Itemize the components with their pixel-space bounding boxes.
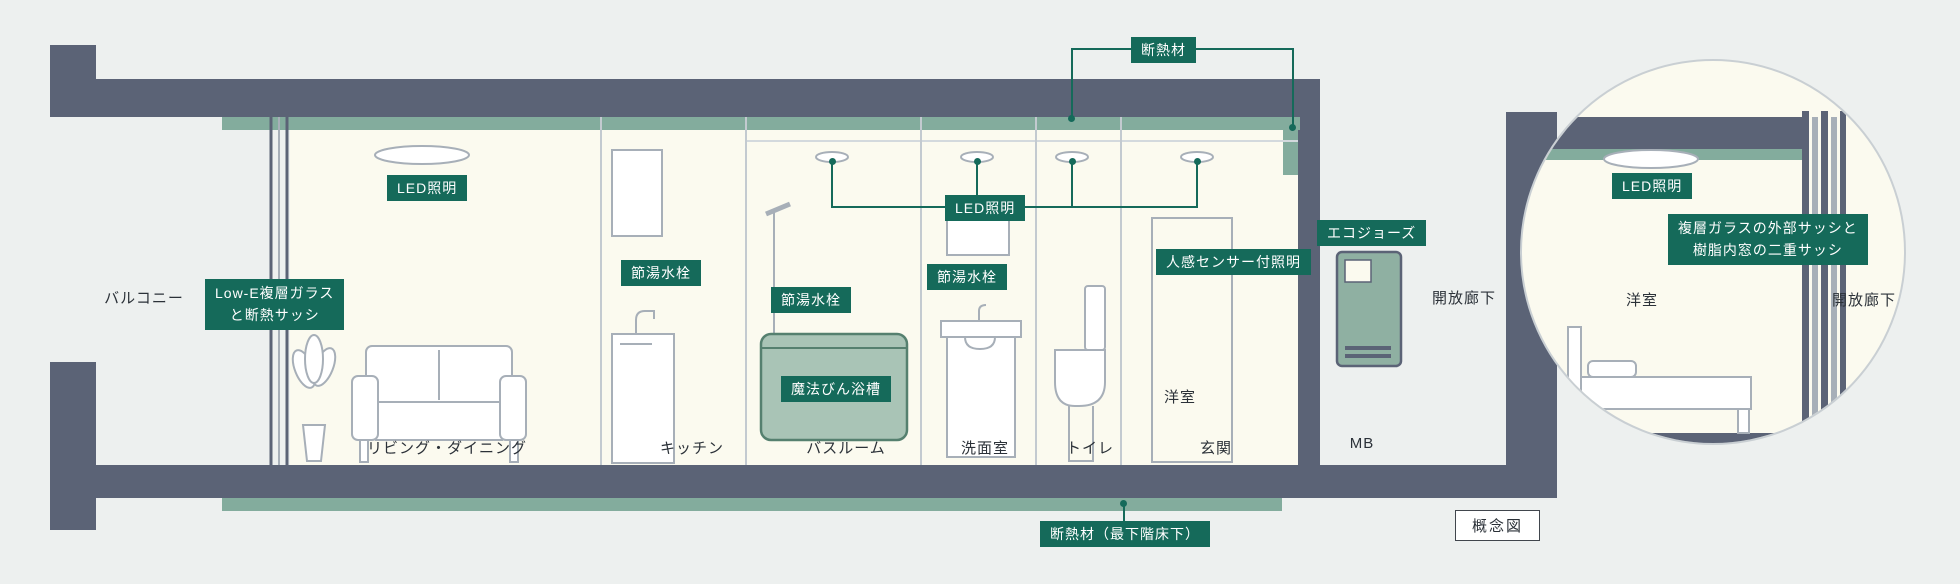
open-corridor-label: 開放廊下 [1431, 290, 1497, 307]
insulation-connector-line [1292, 48, 1294, 128]
inset-led-lighting-badge: LED照明 [1612, 173, 1693, 199]
balcony-label: バルコニー [104, 290, 184, 307]
partition-toilet-entrance [1120, 117, 1122, 465]
insulation-connector-line [1123, 504, 1125, 522]
partition-living-kitchen [600, 117, 602, 465]
partition-kitchen-bathroom [745, 117, 747, 465]
led-connector-dot [829, 158, 836, 165]
meter-box-label: MB [1349, 435, 1375, 452]
low-e-glass-badge-line2: と断熱サッシ [229, 306, 320, 323]
entrance-door-drawing [1151, 217, 1233, 463]
inset-led-ceiling-light-drawing [1603, 149, 1699, 169]
bed-drawing [1567, 326, 1752, 434]
entrance-side-wall [1298, 112, 1320, 465]
kitchen-counter-drawing [611, 149, 675, 464]
bathroom-label: バスルーム [806, 440, 886, 457]
water-saving-faucet-bath-badge: 節湯水栓 [771, 287, 851, 313]
kitchen-label: キッチン [659, 440, 725, 457]
bedroom-detail-inset: LED照明 複層ガラスの外部サッシと 樹脂内窓の二重サッシ 洋室 開放廊下 [1520, 59, 1906, 445]
ecojozu-unit-drawing [1335, 250, 1403, 368]
water-saving-faucet-washroom-badge: 節湯水栓 [927, 264, 1007, 290]
insulation-connector-line [1194, 48, 1294, 50]
insulation-underfloor-badge: 断熱材（最下階床下） [1040, 521, 1210, 547]
inset-open-corridor-label: 開放廊下 [1831, 292, 1897, 309]
led-connector-dot [974, 158, 981, 165]
water-saving-faucet-kitchen-badge: 節湯水栓 [621, 260, 701, 286]
led-ceiling-light-drawing [374, 145, 470, 165]
corner-insulation-layer [1283, 117, 1298, 175]
ceiling-slab [63, 79, 1320, 117]
led-lighting-living-badge: LED照明 [387, 175, 468, 201]
led-connector-line [976, 162, 978, 208]
insulation-connector-dot [1289, 124, 1296, 131]
led-connector-line [1196, 162, 1198, 208]
insulation-connector-dot [1068, 115, 1075, 122]
shower-drawing [765, 201, 791, 333]
living-dining-label: リビング・ダイニング [366, 440, 528, 457]
motion-sensor-light-badge: 人感センサー付照明 [1156, 249, 1311, 275]
led-connector-dot [1069, 158, 1076, 165]
insulation-connector-dot [1120, 500, 1127, 507]
led-connector-line [831, 162, 833, 208]
insulation-top-badge: 断熱材 [1131, 37, 1196, 63]
led-lighting-hall-badge: LED照明 [945, 195, 1026, 221]
vanity-drawing [940, 196, 1022, 458]
toilet-drawing [1054, 285, 1106, 462]
partition-bathroom-washroom [920, 117, 922, 465]
low-e-glass-badge: Low-E複層ガラス と断熱サッシ [205, 279, 345, 331]
double-sash-badge: 複層ガラスの外部サッシと 樹脂内窓の二重サッシ [1668, 214, 1868, 266]
west-room-label: 洋室 [1163, 389, 1197, 406]
sofa-drawing [351, 345, 527, 463]
partition-washroom-toilet [1035, 117, 1037, 465]
inset-ceiling-slab [1522, 117, 1802, 149]
thermos-bathtub-badge: 魔法びん浴槽 [781, 376, 891, 402]
ecojozu-badge: エコジョーズ [1317, 220, 1427, 246]
double-sash-window-drawing [1802, 111, 1846, 443]
insulation-connector-line [1072, 48, 1132, 50]
washroom-label: 洗面室 [960, 440, 1010, 457]
dropped-ceiling-line [745, 140, 1298, 142]
inset-floor-slab [1522, 433, 1846, 443]
concept-figure-tag: 概念図 [1455, 510, 1541, 541]
underfloor-insulation-layer [222, 498, 1282, 511]
double-sash-badge-line2: 樹脂内窓の二重サッシ [1692, 241, 1843, 258]
inset-west-room-label: 洋室 [1625, 292, 1659, 309]
insulation-connector-line [1071, 48, 1073, 118]
led-connector-line [1071, 162, 1073, 208]
ceiling-insulation-layer [222, 117, 1300, 130]
double-sash-badge-line1: 複層ガラスの外部サッシと [1678, 220, 1858, 236]
entrance-label: 玄関 [1199, 440, 1233, 457]
floor-slab [63, 465, 1557, 498]
toilet-label: トイレ [1065, 440, 1115, 457]
plant-drawing [291, 334, 337, 462]
led-connector-dot [1194, 158, 1201, 165]
balcony-parapet [50, 362, 96, 530]
low-e-glass-badge-line1: Low-E複層ガラス [215, 285, 335, 301]
